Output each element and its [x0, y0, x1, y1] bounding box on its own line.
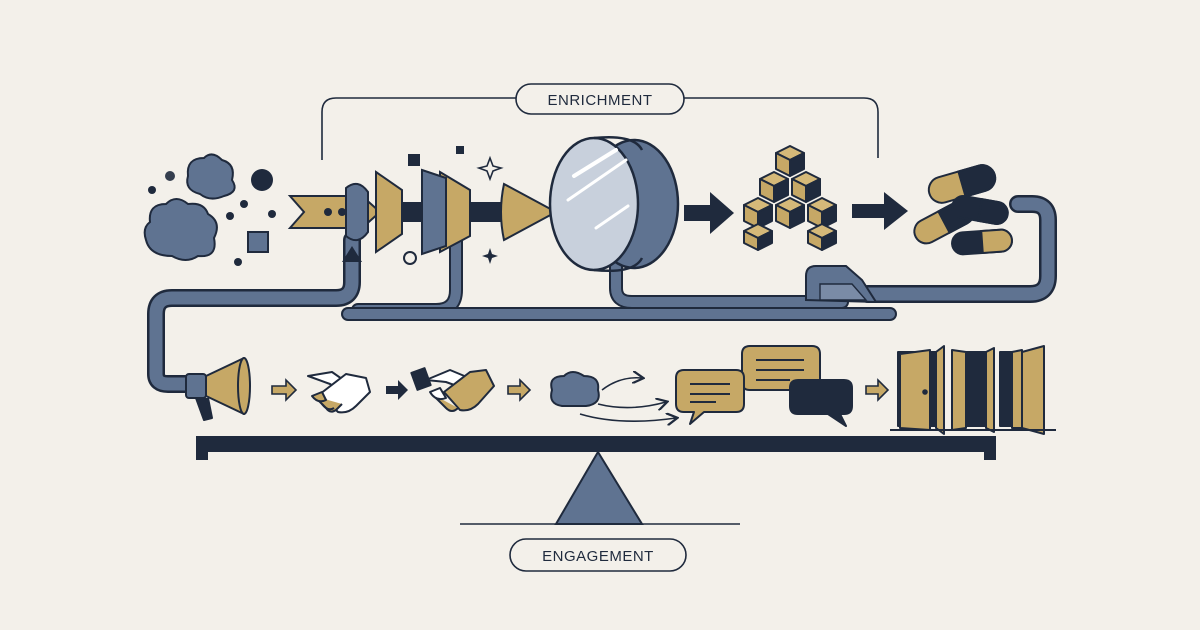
arrow-3	[507, 378, 532, 402]
chat-bubbles-icon	[675, 345, 853, 427]
enrichment-label: ENRICHMENT	[515, 83, 685, 115]
svg-text:ENRICHMENT: ENRICHMENT	[548, 92, 653, 109]
engagement-label: ENGAGEMENT	[509, 538, 687, 572]
arrow-4	[865, 378, 890, 402]
data-cloud-icon	[143, 153, 276, 266]
pipe-network	[147, 195, 1057, 393]
flow-arrows	[579, 378, 676, 421]
arrow-2	[386, 380, 408, 400]
lens-icon	[548, 136, 680, 272]
capsule-icon	[913, 164, 1013, 256]
handshake-icon	[410, 367, 495, 412]
megaphone-icon	[185, 357, 251, 421]
handshake-icon	[307, 371, 371, 414]
arrow-to-capsules	[852, 192, 908, 230]
pipe-junction	[805, 265, 878, 304]
enrichment-bracket	[321, 97, 879, 160]
thought-cloud-icon	[550, 371, 600, 407]
balance-beam	[196, 436, 996, 525]
cube-stack-icon	[743, 145, 837, 251]
open-doors-icon	[890, 345, 1056, 435]
arrow-1	[271, 378, 298, 402]
funnel-arrow-icon	[287, 146, 559, 265]
arrow-to-cubes	[684, 192, 734, 234]
svg-text:ENGAGEMENT: ENGAGEMENT	[542, 548, 654, 565]
